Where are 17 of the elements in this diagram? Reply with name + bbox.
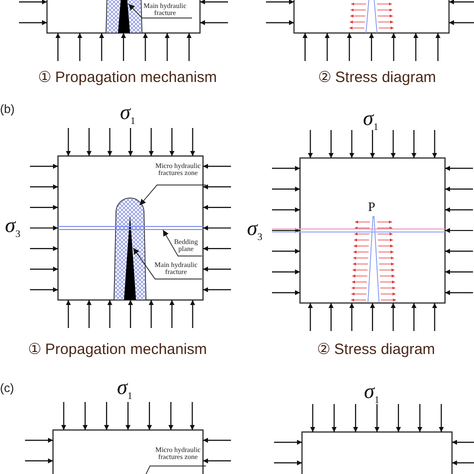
point-label: P	[368, 200, 376, 214]
caption: ② Stress diagram	[317, 342, 436, 358]
leader-line	[132, 248, 202, 280]
stress-symbol: σ$_{3}$	[247, 217, 262, 244]
stress-symbol: σ$_{1}$	[363, 107, 378, 134]
panel-label: (c)	[0, 382, 14, 395]
bedding-line	[58, 226, 204, 230]
stress-symbol: σ$_{1}$	[364, 380, 380, 407]
stress-symbol: σ$_{1}$	[117, 376, 132, 403]
stress-symbol: σ$_{3}$	[5, 214, 20, 241]
leader-line	[128, 4, 192, 18]
fracture-wedge	[118, 0, 130, 33]
stress-symbol: σ$_{1}$	[120, 101, 136, 128]
caption: ② Stress diagram	[318, 70, 436, 86]
leader-line	[162, 230, 202, 256]
leader-line	[139, 184, 206, 206]
panel-label: (b)	[0, 103, 15, 116]
